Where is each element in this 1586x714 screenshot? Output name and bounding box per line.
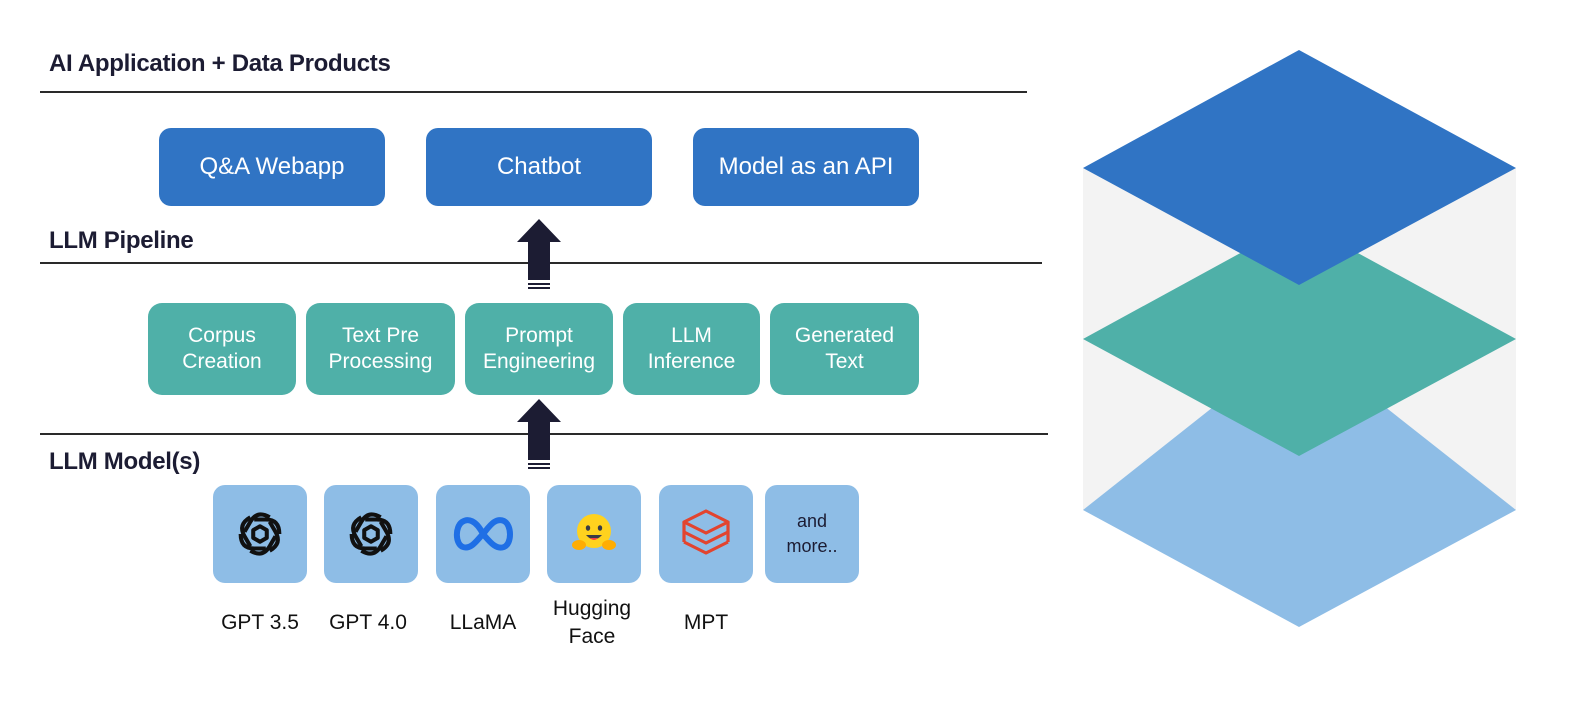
model-tile-gpt40 [324,485,418,583]
stack-layer-pipeline [1083,221,1516,456]
arrow-up-icon [517,399,561,469]
more-models-text: and more.. [786,511,838,556]
model-tile-more: and more.. [765,485,859,583]
pipeline-step-generated-text: Generated Text [770,303,919,395]
section-title-pipeline: LLM Pipeline [49,227,194,254]
model-tile-llama [436,485,530,583]
pipeline-step-corpus-creation: Corpus Creation [148,303,296,395]
pipeline-step-text-preprocessing: Text Pre Processing [306,303,455,395]
section-title-models: LLM Model(s) [49,448,201,475]
pipeline-step-label: Generated Text [794,324,895,373]
layer-stack-illustration [1083,50,1516,627]
openai-icon [238,512,282,556]
arrow-up-icon [517,219,561,289]
model-label-gpt35: GPT 3.5 [221,611,299,634]
model-label-llama: LLaMA [449,611,517,634]
pipeline-step-label: Text Pre Processing [328,324,433,373]
pipeline-step-label: LLM Inference [647,324,736,373]
openai-icon [349,512,393,556]
app-label: Chatbot [496,153,582,180]
divider-applications [40,91,1027,93]
pipeline-step-llm-inference: LLM Inference [623,303,760,395]
app-box-model-api: Model as an API [693,128,919,206]
model-label-hugging-face: Hugging Face [552,597,632,648]
model-tile-hugging-face [547,485,641,583]
app-label: Model as an API [718,153,894,180]
app-box-qa-webapp: Q&A Webapp [159,128,385,206]
pipeline-step-prompt-engineering: Prompt Engineering [465,303,613,395]
app-box-chatbot: Chatbot [426,128,652,206]
app-label: Q&A Webapp [199,153,345,180]
hugging-face-icon [572,514,616,550]
model-label-mpt: MPT [683,611,729,634]
model-tile-gpt35 [213,485,307,583]
databricks-icon [682,509,730,555]
section-title-applications: AI Application + Data Products [49,50,391,77]
pipeline-step-label: Prompt Engineering [482,324,596,373]
model-tile-mpt [659,485,753,583]
stack-layer-applications [1083,50,1516,285]
stack-layer-models [1083,339,1516,627]
model-label-gpt40: GPT 4.0 [329,611,407,634]
meta-icon [453,517,513,551]
pipeline-step-label: Corpus Creation [182,324,262,373]
